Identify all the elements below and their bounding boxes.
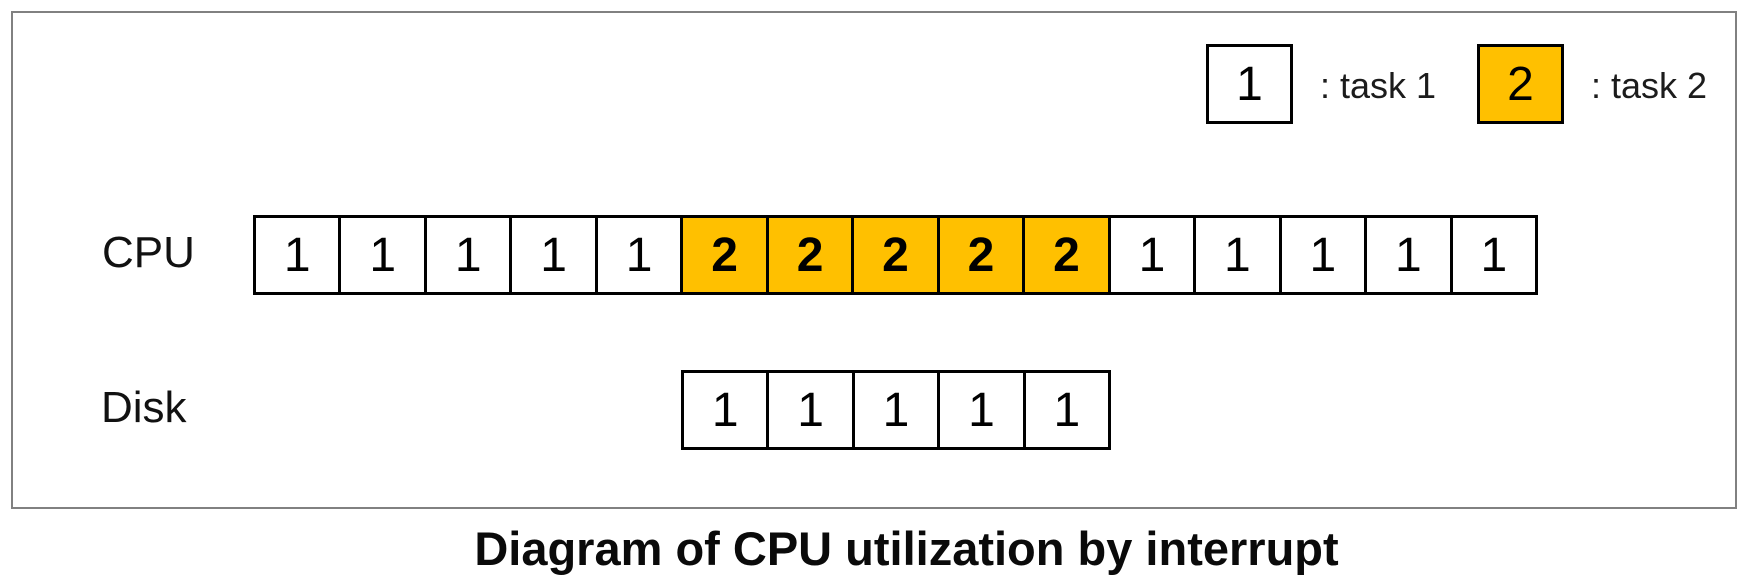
legend-swatch-task1: 1 [1206,44,1293,124]
cpu-cell: 2 [1025,218,1111,292]
cpu-cell: 1 [1196,218,1282,292]
row-label-cpu: CPU [102,228,195,277]
cpu-cell: 1 [1452,218,1536,292]
cpu-cell: 1 [1281,218,1368,292]
legend-swatch-task2: 2 [1477,44,1564,124]
disk-cell: 1 [1025,373,1109,447]
disk-cell: 1 [769,373,855,447]
cpu-cell: 2 [768,218,855,292]
cpu-cell: 1 [341,218,427,292]
cpu-cell: 2 [683,218,769,292]
legend-label-task1: : task 1 [1320,65,1437,106]
legend-swatch-task1-value: 1 [1236,57,1263,111]
disk-cell: 1 [684,373,770,447]
row-label-disk: Disk [101,383,187,432]
disk-cell: 1 [940,373,1026,447]
cpu-cell: 1 [426,218,513,292]
legend-swatch-task2-value: 2 [1507,57,1534,111]
cpu-cell: 1 [597,218,684,292]
legend-label-task2: : task 2 [1591,65,1708,106]
cpu-cell: 1 [512,218,598,292]
cpu-cell: 1 [1367,218,1453,292]
figure-caption: Diagram of CPU utilization by interrupt [474,522,1339,575]
cpu-cell: 2 [939,218,1026,292]
cpu-cell: 2 [854,218,940,292]
cpu-cell: 1 [1110,218,1197,292]
cpu-cell: 1 [256,218,342,292]
disk-cell: 1 [854,373,941,447]
